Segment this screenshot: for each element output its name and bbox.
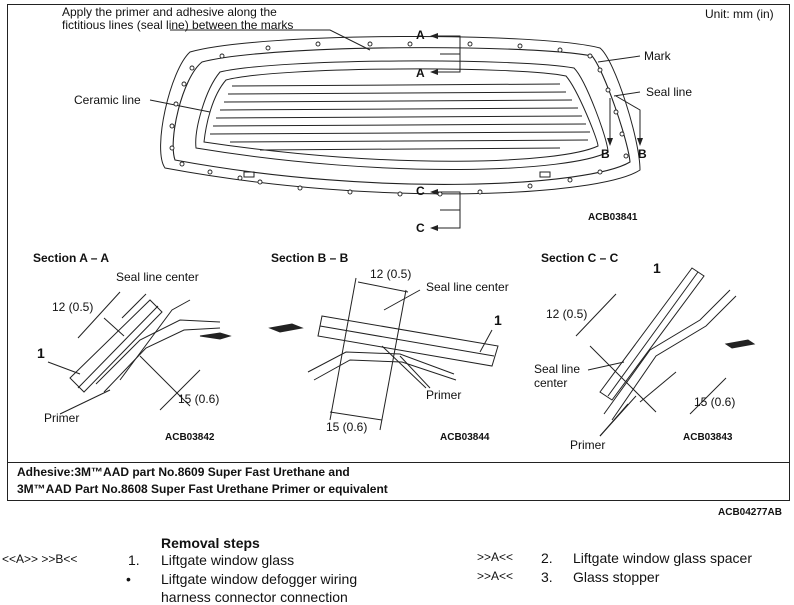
adhesive-note-line1: Adhesive:3M™AAD part No.8609 Super Fast …: [17, 465, 350, 479]
section-marker-a-bottom: A: [416, 66, 425, 80]
instruction-line2: fictitious lines (seal line) between the…: [62, 18, 294, 32]
step-bullet: •: [126, 571, 131, 587]
mark-label: Mark: [644, 49, 671, 63]
section-c-seal-center-line1: Seal line: [534, 362, 581, 376]
section-marker-c-bottom: C: [416, 221, 425, 235]
step-bullet-text-line1: Liftgate window defogger wiring: [161, 571, 358, 587]
figure-code: ACB04277AB: [718, 507, 782, 518]
step2-num: 2.: [541, 550, 553, 566]
section-c-dim2: 15 (0.6): [694, 395, 736, 409]
illustration-frame: [7, 4, 790, 501]
section-b-primer: Primer: [426, 388, 462, 402]
section-b-dim2: 15 (0.6): [326, 420, 368, 434]
section-marker-b-right: B: [638, 147, 647, 161]
step3-refs: >>A<<: [477, 569, 514, 583]
unit-label: Unit: mm (in): [705, 7, 774, 21]
section-c-primer: Primer: [570, 438, 606, 452]
section-c-seal-center-line2: center: [534, 376, 568, 390]
section-c-part-number: 1: [653, 260, 661, 276]
step3-num: 3.: [541, 569, 553, 585]
section-a-primer: Primer: [44, 411, 80, 425]
section-c-code: ACB03843: [683, 432, 733, 443]
section-b-dim1: 12 (0.5): [370, 267, 412, 281]
note-divider: [7, 462, 790, 463]
step1-num: 1.: [128, 552, 140, 568]
seal-line-label: Seal line: [646, 85, 693, 99]
step-bullet-text-line2: harness connector connection: [161, 589, 348, 605]
section-a-code: ACB03842: [165, 432, 215, 443]
step1-text: Liftgate window glass: [161, 552, 295, 568]
ceramic-line-label: Ceramic line: [74, 93, 141, 107]
step1-refs: <<A>> >>B<<: [2, 552, 78, 566]
instruction-line1: Apply the primer and adhesive along the: [62, 5, 277, 19]
section-a-dim2: 15 (0.6): [178, 392, 220, 406]
adhesive-note-line2: 3M™AAD Part No.8608 Super Fast Urethane …: [17, 482, 388, 496]
step2-text: Liftgate window glass spacer: [573, 550, 752, 566]
section-b-part-number: 1: [494, 312, 502, 328]
step2-refs: >>A<<: [477, 550, 514, 564]
section-marker-c-top: C: [416, 184, 425, 198]
section-b-title: Section B – B: [271, 251, 349, 265]
section-c-dim1: 12 (0.5): [546, 307, 588, 321]
section-a-dim1: 12 (0.5): [52, 300, 94, 314]
section-marker-a-top: A: [416, 28, 425, 42]
section-b-seal-center: Seal line center: [426, 280, 509, 294]
section-marker-b-left: B: [601, 147, 610, 161]
top-diagram-code: ACB03841: [588, 212, 638, 223]
section-a-title: Section A – A: [33, 251, 110, 265]
section-c-title: Section C – C: [541, 251, 619, 265]
removal-heading: Removal steps: [161, 535, 260, 551]
step3-text: Glass stopper: [573, 569, 660, 585]
section-a-part-number: 1: [37, 345, 45, 361]
section-a-seal-center: Seal line center: [116, 270, 199, 284]
section-b-code: ACB03844: [440, 432, 490, 443]
